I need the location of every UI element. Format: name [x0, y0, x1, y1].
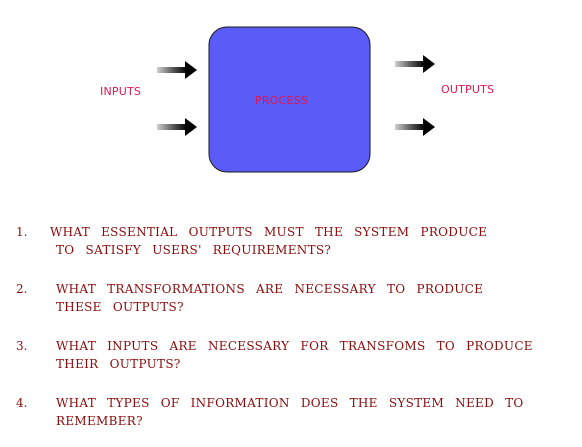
input-arrow-top-icon — [157, 61, 197, 79]
question-number: 4. — [16, 396, 28, 410]
process-label: PROCESS — [255, 94, 308, 107]
question-line: to satisfy users' requirements? — [56, 243, 332, 257]
question-line: What transformations are necessary to pr… — [56, 282, 484, 296]
question-line: these outputs? — [56, 300, 184, 314]
input-arrow-bottom-icon — [157, 118, 197, 136]
process-box — [208, 26, 371, 173]
question-line: What essential outputs must the system p… — [50, 225, 488, 239]
question-number: 2. — [16, 282, 28, 296]
output-arrow-bottom-icon — [395, 118, 435, 136]
ipo-diagram: INPUTS PROCESS OUTPUTS — [0, 0, 582, 200]
diagram-canvas — [157, 26, 435, 173]
question-line: What inputs are necessary for transfoms … — [56, 339, 533, 353]
question-number: 3. — [16, 339, 28, 353]
question-line: remember? — [56, 414, 143, 428]
question-line: What types of information does the syste… — [56, 396, 524, 410]
question-line: their outputs? — [56, 357, 181, 371]
question-number: 1. — [16, 225, 28, 239]
output-arrow-top-icon — [395, 55, 435, 73]
inputs-label: INPUTS — [100, 85, 142, 98]
outputs-label: OUTPUTS — [441, 83, 495, 96]
